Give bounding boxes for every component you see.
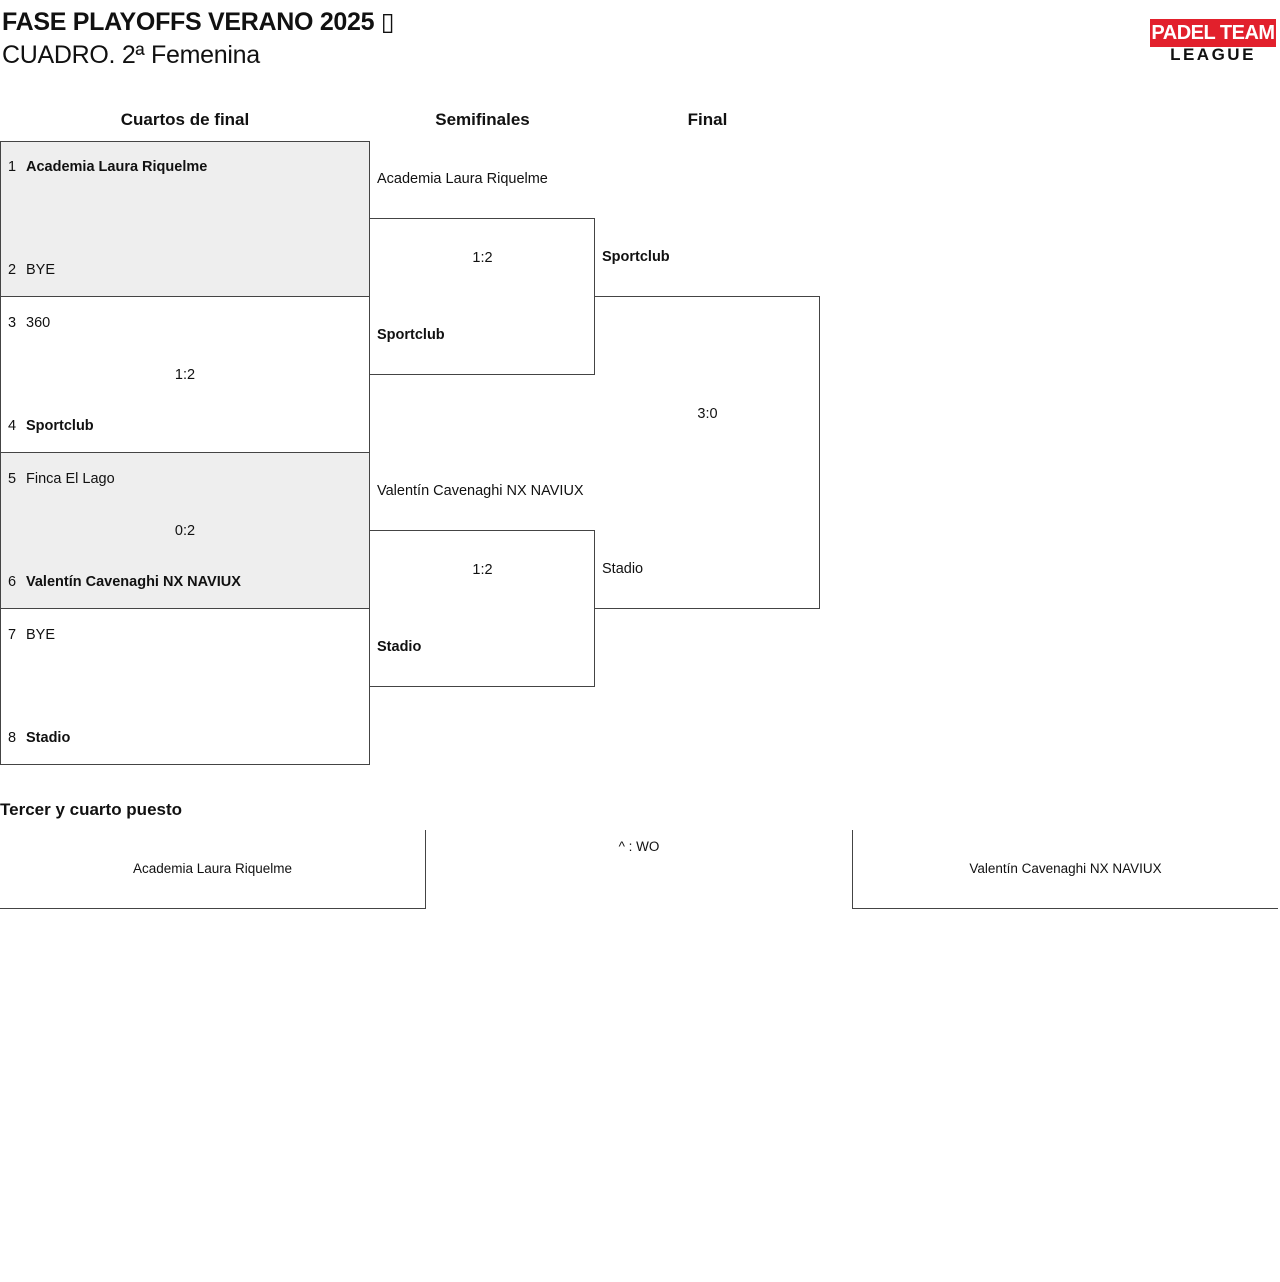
team-name: Finca El Lago [26,471,115,487]
quarterfinal-3-team-bottom: 6 Valentín Cavenaghi NX NAVIUX [8,573,241,591]
final-team-bottom: Stadio [602,561,644,577]
team-name: Valentín Cavenaghi NX NAVIUX [26,574,241,590]
seed-number: 8 [8,730,17,746]
final-team-top: Sportclub [602,249,670,265]
semifinal-match-1 [369,218,595,375]
quarterfinal-match-3 [0,452,370,609]
semifinal-1-team-bottom: Sportclub [377,327,445,343]
third-place-right-team: Valentín Cavenaghi NX NAVIUX [969,861,1162,876]
quarterfinal-1-team-bottom: 2 BYE [8,261,55,279]
logo-top-text: PADEL TEAM [1150,19,1276,47]
team-name: Stadio [26,730,71,746]
seed-number: 3 [8,315,17,331]
final-score: 3:0 [697,406,718,422]
column-header-semifinals: Semifinales [435,110,530,129]
page-title-line1: FASE PLAYOFFS VERANO 2025 ▯ [2,8,395,36]
quarterfinal-3-score: 0:2 [174,523,196,539]
semifinal-2-score: 1:2 [472,562,493,578]
logo-bottom-text: LEAGUE [1170,45,1256,64]
quarterfinal-1-team-top: 1 Academia Laura Riquelme [8,158,207,176]
third-place-left-box: Academia Laura Riquelme [0,830,426,909]
seed-number: 1 [8,159,17,175]
semifinal-1-team-top: Academia Laura Riquelme [377,171,548,187]
column-header-quarterfinals: Cuartos de final [120,110,250,129]
seed-number: 4 [8,418,17,434]
page-title-line2: CUADRO. 2ª Femenina [2,41,260,69]
team-name: BYE [26,627,56,643]
seed-number: 2 [8,262,17,278]
padel-team-league-logo: PADEL TEAM LEAGUE [1150,19,1276,63]
quarterfinal-match-1 [0,141,370,297]
page-title: FASE PLAYOFFS VERANO 2025 ▯ CUADRO. 2ª F… [2,6,395,72]
third-place-title: Tercer y cuarto puesto [0,800,183,819]
team-name: 360 [26,315,51,331]
walkover-note: ^ : WO [618,839,660,854]
seed-number: 7 [8,627,17,643]
seed-number: 6 [8,574,17,590]
column-header-final: Final [687,110,728,129]
quarterfinal-2-team-bottom: 4 Sportclub [8,417,94,435]
team-name: BYE [26,262,56,278]
quarterfinal-2-team-top: 3 360 [8,314,50,332]
third-place-left-team: Academia Laura Riquelme [132,861,293,876]
semifinal-match-2 [369,530,595,687]
semifinal-1-score: 1:2 [472,250,493,266]
team-name: Academia Laura Riquelme [26,159,208,175]
team-name: Sportclub [26,418,94,434]
seed-number: 5 [8,471,17,487]
third-place-right-box: Valentín Cavenaghi NX NAVIUX [852,830,1278,909]
quarterfinal-4-team-top: 7 BYE [8,626,55,644]
quarterfinal-3-team-top: 5 Finca El Lago [8,470,115,488]
quarterfinal-4-team-bottom: 8 Stadio [8,729,70,747]
semifinal-2-team-top: Valentín Cavenaghi NX NAVIUX [377,483,584,499]
quarterfinal-2-score: 1:2 [174,367,196,383]
final-match [594,296,820,609]
semifinal-2-team-bottom: Stadio [377,639,422,655]
